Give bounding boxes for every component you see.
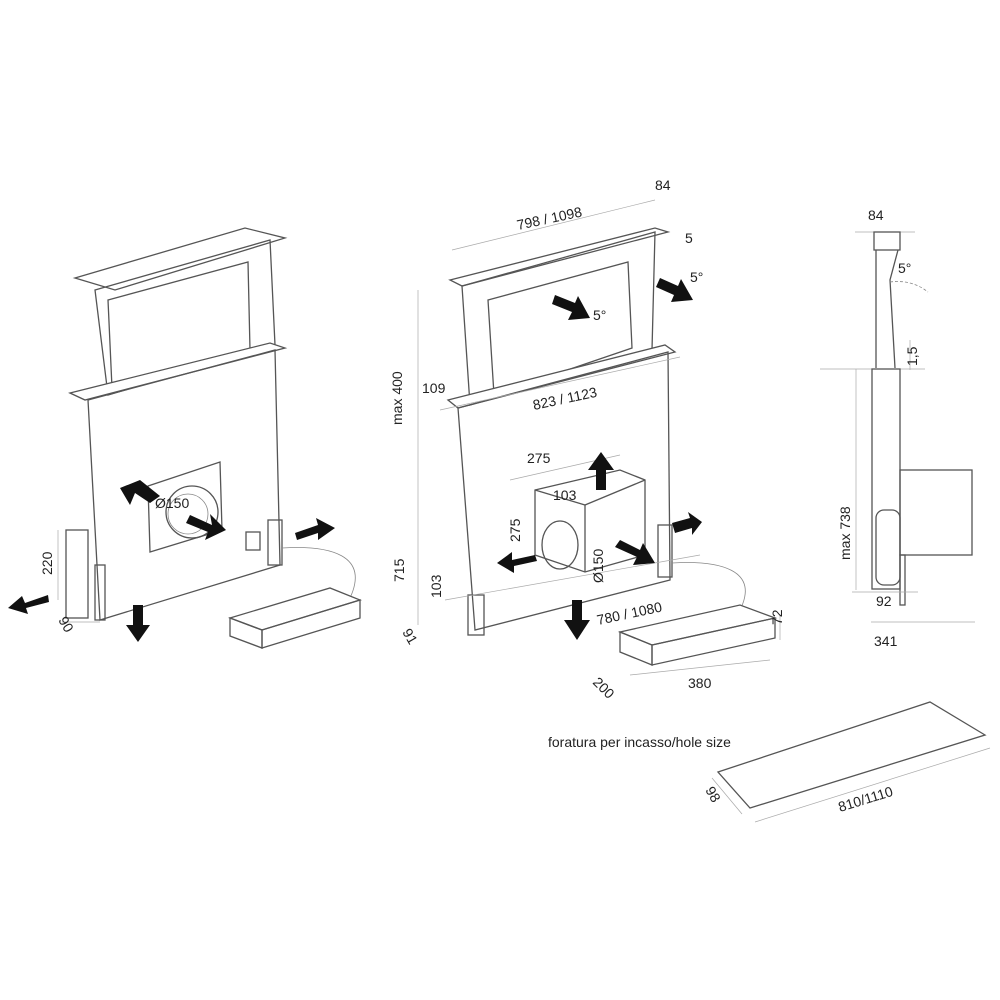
center-hood-view: 798 / 1098 84 5 5° 5° max 400 109 823 / … [389,177,785,702]
center-base-height: 103 [428,574,444,598]
center-duct-circle [541,520,579,570]
center-duct-label: Ø150 [590,549,606,583]
center-frame-width: 823 / 1123 [531,384,598,413]
center-motor-width: 380 [688,675,712,691]
center-total-height: 715 [391,558,407,582]
center-tilt-front: 5° [593,307,606,323]
hole-width: 810/1110 [836,783,895,815]
side-body-depth: 92 [876,593,892,609]
side-motor-box [899,469,973,556]
center-top-cap [448,227,671,287]
side-gap: 1,5 [904,346,920,366]
side-total-depth: 341 [874,633,898,649]
center-top-depth: 84 [655,177,671,193]
left-duct-label: Ø150 [155,495,189,511]
center-top-offset: 5 [685,230,693,246]
side-top-depth: 84 [868,207,884,223]
side-max-height: max 738 [837,506,853,560]
left-height-label: 220 [39,551,55,575]
center-box-height: 275 [507,518,523,542]
center-box-depth: 103 [553,487,577,503]
center-box-width: 275 [527,450,551,466]
left-foot [65,529,89,619]
hole-depth: 98 [702,784,724,806]
side-view: 84 5° 1,5 max 738 92 341 [820,207,975,649]
left-top-cap [72,227,288,291]
left-hood-view: Ø150 220 90 [8,227,362,649]
hole-caption: foratura per incasso/hole size [548,734,731,750]
center-max-height: max 400 [389,371,405,425]
center-base-depth: 91 [399,626,421,648]
side-tilt: 5° [898,260,911,276]
hole-size-view: foratura per incasso/hole size 98 810/11… [548,701,991,823]
center-motor-depth: 200 [590,674,618,702]
center-side-depth: 109 [422,380,446,396]
center-tilt-side: 5° [690,269,703,285]
left-depth-label: 90 [55,614,77,636]
center-top-width: 798 / 1098 [515,203,583,232]
center-base-width: 780 / 1080 [595,598,663,627]
center-motor-height: 72 [769,609,785,625]
hole-outline [716,701,987,809]
left-duct-circle [165,485,219,539]
